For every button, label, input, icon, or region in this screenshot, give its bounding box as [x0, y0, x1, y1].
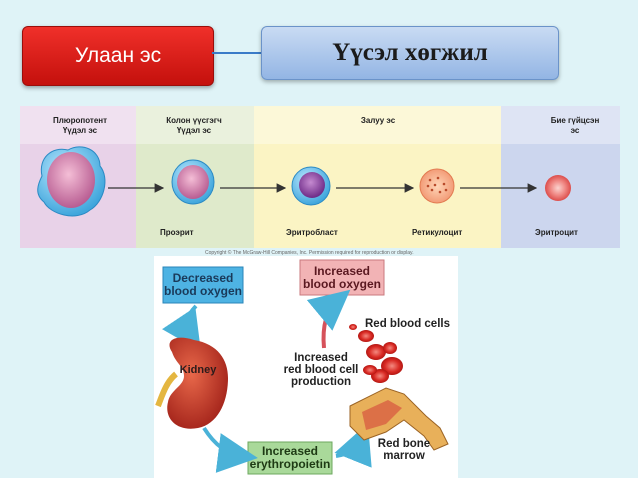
production-text: Increased red blood cell production: [283, 352, 359, 388]
header-band: [20, 106, 620, 144]
pluripotent-nucleus: [47, 152, 95, 208]
feedback-cycle: Decreased blood oxygen Increased blood o…: [154, 256, 458, 478]
decreased-oxygen-box: [162, 266, 244, 304]
feedback-art: [155, 259, 449, 475]
increased-oxygen-box: [299, 259, 385, 296]
header-pluripotent: Плюропотент Үүдэл эс: [52, 116, 108, 135]
header-young: Залуу эс: [360, 116, 396, 125]
header-mature: Бие гүйцсэн эс: [550, 116, 600, 135]
erythropoiesis-panel: Плюропотент Үүдэл эс Колон үүсгэгч Үүдэл…: [20, 106, 620, 248]
proerythroblast-nucleus: [177, 165, 209, 199]
copyright-note: Copyright © The McGraw-Hill Companies, I…: [205, 250, 414, 256]
arrow-to-marrow: [334, 423, 372, 468]
header-colony: Колон үүсгэгч Үүдэл эс: [166, 116, 222, 135]
reticulocyte-cell: [419, 168, 455, 204]
kidney-organ: [167, 337, 228, 429]
development-title: Үүсэл хөгжил: [332, 39, 488, 66]
red-cell-cluster: [349, 324, 403, 383]
label-erythroblast: Эритробласт: [286, 228, 338, 237]
increased-oxygen-text: Increased blood oxygen: [303, 264, 381, 291]
red-cell-button[interactable]: Улаан эс: [22, 26, 214, 86]
development-title-box: Үүсэл хөгжил: [261, 26, 559, 80]
label-proerythroblast: Проэрит: [160, 228, 194, 237]
ureter: [155, 371, 179, 408]
label-reticulocyte: Ретикулоцит: [412, 228, 463, 237]
erythropoietin-box: [247, 441, 333, 475]
label-erythrocyte: Эритроцит: [535, 228, 578, 237]
erythrocyte-cell: [545, 175, 571, 201]
arrow-to-epo: [202, 426, 258, 473]
red-cells-text: Red blood cells: [365, 318, 450, 330]
red-cell-label: Улаан эс: [74, 44, 162, 67]
bone-marrow-art: [349, 387, 449, 451]
arrow-to-kidney: [162, 304, 201, 352]
marrow-text: Red bone marrow: [377, 438, 431, 462]
cell-stages-art: [37, 146, 571, 217]
decreased-oxygen-text: Decreased blood oxygen: [164, 271, 242, 298]
erythroblast-nucleus: [299, 172, 325, 198]
connector-line: [212, 52, 262, 54]
arrow-to-oxygen: [306, 289, 351, 349]
kidney-label: Kidney: [179, 364, 217, 376]
epo-text: Increased erythropoietin: [249, 444, 331, 471]
